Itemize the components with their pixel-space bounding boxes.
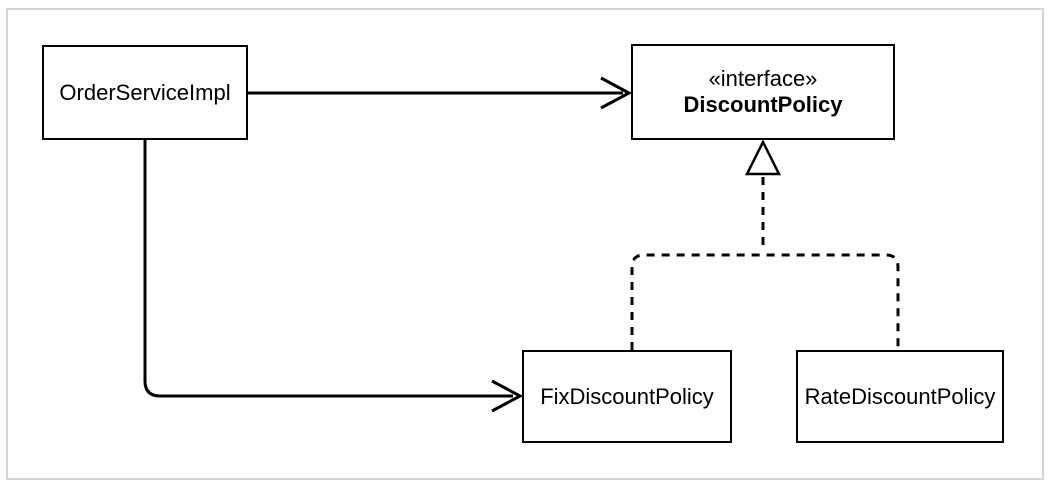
class-box-order-service-impl: OrderServiceImpl [42, 45, 248, 140]
stereotype-label: «interface» [708, 66, 818, 91]
interface-box-discount-policy: «interface» DiscountPolicy [631, 44, 895, 140]
open-arrowhead-icon [600, 76, 633, 110]
class-label: OrderServiceImpl [59, 79, 231, 105]
interface-label: DiscountPolicy [683, 92, 843, 117]
class-label: RateDiscountPolicy [804, 383, 996, 409]
class-label: FixDiscountPolicy [540, 383, 714, 409]
class-box-fix-discount-policy: FixDiscountPolicy [522, 350, 732, 443]
realization-branches-dashed-line [630, 253, 900, 350]
hollow-triangle-arrowhead-icon [744, 139, 782, 176]
dependency-arrow-order-to-fix [143, 140, 513, 398]
open-arrowhead-icon [491, 379, 524, 413]
class-box-rate-discount-policy: RateDiscountPolicy [796, 350, 1004, 443]
